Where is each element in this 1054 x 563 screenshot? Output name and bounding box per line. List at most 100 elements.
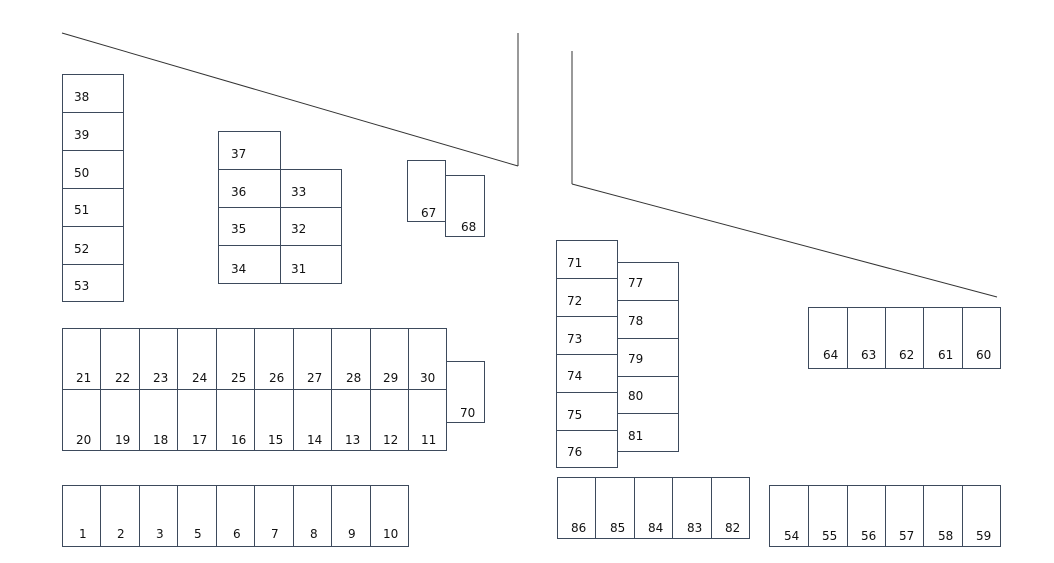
stall-label: 25 xyxy=(231,371,247,385)
stall-83[interactable]: 83 xyxy=(672,477,712,539)
stall-23[interactable]: 23 xyxy=(139,328,178,390)
stall-39[interactable]: 39 xyxy=(62,112,124,151)
stall-38[interactable]: 38 xyxy=(62,74,124,113)
stall-51[interactable]: 51 xyxy=(62,188,124,227)
stall-52[interactable]: 52 xyxy=(62,226,124,265)
stall-label: 71 xyxy=(567,256,583,270)
stall-37[interactable]: 37 xyxy=(218,131,281,170)
stall-11[interactable]: 11 xyxy=(408,389,447,451)
stall-9[interactable]: 9 xyxy=(331,485,371,547)
stall-17[interactable]: 17 xyxy=(177,389,217,451)
stall-20[interactable]: 20 xyxy=(62,389,101,451)
stall-77[interactable]: 77 xyxy=(617,262,679,301)
stall-label: 74 xyxy=(567,369,583,383)
stall-6[interactable]: 6 xyxy=(216,485,255,547)
stall-84[interactable]: 84 xyxy=(634,477,673,539)
stall-22[interactable]: 22 xyxy=(100,328,140,390)
stall-34[interactable]: 34 xyxy=(218,245,281,284)
stall-76[interactable]: 76 xyxy=(556,430,618,468)
stall-label: 14 xyxy=(307,433,323,447)
stall-79[interactable]: 79 xyxy=(617,338,679,377)
stall-label: 27 xyxy=(307,371,323,385)
stall-82[interactable]: 82 xyxy=(711,477,750,539)
stall-12[interactable]: 12 xyxy=(370,389,409,451)
stall-label: 37 xyxy=(231,147,247,161)
stall-label: 51 xyxy=(74,203,90,217)
stall-10[interactable]: 10 xyxy=(370,485,409,547)
stall-55[interactable]: 55 xyxy=(808,485,848,547)
stall-67[interactable]: 67 xyxy=(407,160,446,222)
stall-15[interactable]: 15 xyxy=(254,389,294,451)
stall-label: 36 xyxy=(231,185,247,199)
stall-63[interactable]: 63 xyxy=(847,307,886,369)
stall-label: 35 xyxy=(231,222,247,236)
stall-73[interactable]: 73 xyxy=(556,316,618,355)
stall-81[interactable]: 81 xyxy=(617,413,679,452)
stall-7[interactable]: 7 xyxy=(254,485,294,547)
stall-label: 21 xyxy=(76,371,92,385)
stall-label: 58 xyxy=(938,529,954,543)
stall-label: 6 xyxy=(233,527,241,541)
stall-14[interactable]: 14 xyxy=(293,389,332,451)
stall-29[interactable]: 29 xyxy=(370,328,409,390)
stall-32[interactable]: 32 xyxy=(280,207,342,246)
stall-1[interactable]: 1 xyxy=(62,485,101,547)
stall-56[interactable]: 56 xyxy=(847,485,886,547)
stall-8[interactable]: 8 xyxy=(293,485,332,547)
stall-59[interactable]: 59 xyxy=(962,485,1001,547)
stall-label: 56 xyxy=(861,529,877,543)
stall-72[interactable]: 72 xyxy=(556,278,618,317)
stall-53[interactable]: 53 xyxy=(62,264,124,302)
stall-62[interactable]: 62 xyxy=(885,307,924,369)
stall-label: 73 xyxy=(567,332,583,346)
stall-35[interactable]: 35 xyxy=(218,207,281,246)
stall-26[interactable]: 26 xyxy=(254,328,294,390)
stall-85[interactable]: 85 xyxy=(595,477,635,539)
stall-28[interactable]: 28 xyxy=(331,328,371,390)
stall-label: 34 xyxy=(231,262,247,276)
stall-label: 79 xyxy=(628,352,644,366)
stall-label: 28 xyxy=(346,371,362,385)
stall-16[interactable]: 16 xyxy=(216,389,255,451)
stall-21[interactable]: 21 xyxy=(62,328,101,390)
stall-57[interactable]: 57 xyxy=(885,485,924,547)
stall-36[interactable]: 36 xyxy=(218,169,281,208)
stall-86[interactable]: 86 xyxy=(557,477,596,539)
wall-right-diagonal xyxy=(571,183,998,298)
stall-58[interactable]: 58 xyxy=(923,485,963,547)
stall-70[interactable]: 70 xyxy=(446,361,485,423)
stall-54[interactable]: 54 xyxy=(769,485,809,547)
stall-80[interactable]: 80 xyxy=(617,376,679,414)
stall-2[interactable]: 2 xyxy=(100,485,140,547)
stall-13[interactable]: 13 xyxy=(331,389,371,451)
stall-label: 29 xyxy=(383,371,399,385)
stall-61[interactable]: 61 xyxy=(923,307,963,369)
stall-label: 5 xyxy=(194,527,202,541)
stall-label: 11 xyxy=(421,433,437,447)
stall-64[interactable]: 64 xyxy=(808,307,848,369)
stall-71[interactable]: 71 xyxy=(556,240,618,279)
stall-68[interactable]: 68 xyxy=(445,175,485,237)
stall-50[interactable]: 50 xyxy=(62,150,124,189)
stall-60[interactable]: 60 xyxy=(962,307,1001,369)
stall-27[interactable]: 27 xyxy=(293,328,332,390)
stall-label: 76 xyxy=(567,445,583,459)
stall-label: 18 xyxy=(153,433,169,447)
stall-74[interactable]: 74 xyxy=(556,354,618,393)
stall-label: 30 xyxy=(420,371,436,385)
stall-19[interactable]: 19 xyxy=(100,389,140,451)
stall-label: 3 xyxy=(156,527,164,541)
stall-31[interactable]: 31 xyxy=(280,245,342,284)
stall-5[interactable]: 5 xyxy=(177,485,217,547)
stall-78[interactable]: 78 xyxy=(617,300,679,339)
stall-30[interactable]: 30 xyxy=(408,328,447,390)
stall-18[interactable]: 18 xyxy=(139,389,178,451)
stall-75[interactable]: 75 xyxy=(556,392,618,431)
stall-3[interactable]: 3 xyxy=(139,485,178,547)
stall-label: 80 xyxy=(628,389,644,403)
stall-label: 9 xyxy=(348,527,356,541)
stall-label: 83 xyxy=(687,521,703,535)
stall-24[interactable]: 24 xyxy=(177,328,217,390)
stall-33[interactable]: 33 xyxy=(280,169,342,208)
stall-25[interactable]: 25 xyxy=(216,328,255,390)
